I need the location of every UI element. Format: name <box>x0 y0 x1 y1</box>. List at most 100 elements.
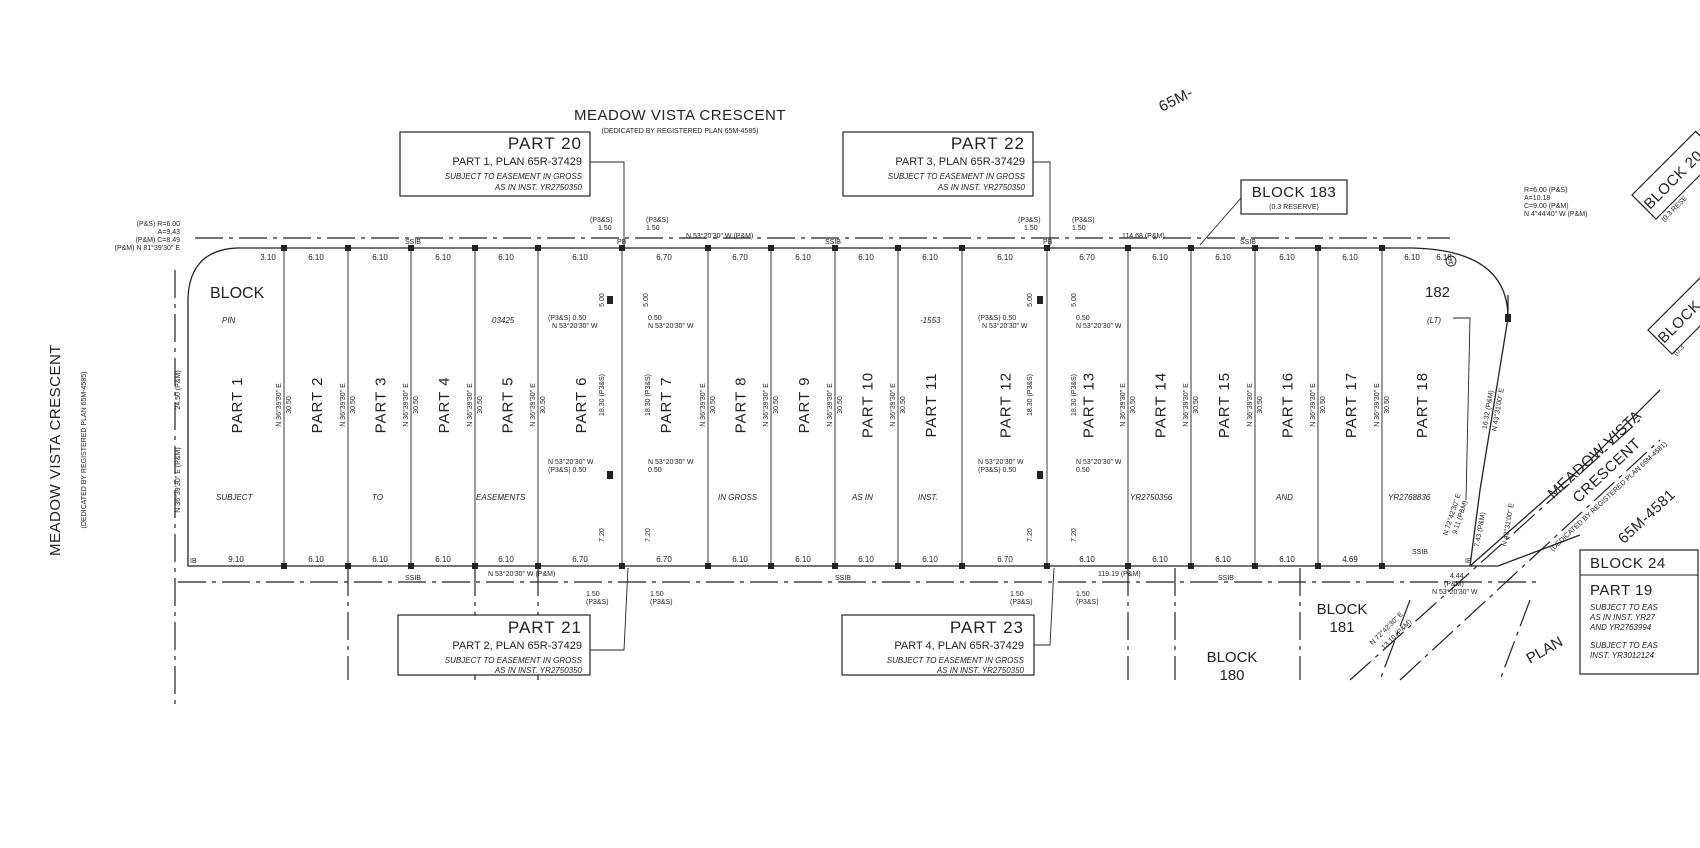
monument-marker <box>959 245 965 251</box>
lt-label: (LT) <box>1427 316 1441 325</box>
bottom-frontage: 6.10 <box>795 555 811 564</box>
svg-text:SSIB: SSIB <box>835 575 851 582</box>
pin-number-1: 03425 <box>492 316 515 325</box>
bottom-frontage: 6.70 <box>997 555 1013 564</box>
lot-depth: 30.50 <box>710 396 717 414</box>
lot-bearing: N 36°39'30" E <box>402 383 410 427</box>
lot-bearing: N 36°39'30" E <box>275 383 283 427</box>
monument-marker <box>832 563 838 569</box>
street-dedication-top: (DEDICATED BY REGISTERED PLAN 65M-4585) <box>602 128 759 135</box>
boundary-diagonal <box>1469 389 1661 567</box>
lot-depth: 30.50 <box>900 396 907 414</box>
bottom-frontage: 6.70 <box>656 555 672 564</box>
part-label-10: PART 10 <box>860 372 877 438</box>
svg-text:N 43°31'00" E: N 43°31'00" E <box>1500 502 1516 547</box>
svg-text:(P3&S): (P3&S) <box>1076 599 1099 606</box>
svg-text:YR2768836: YR2768836 <box>1388 493 1431 502</box>
svg-text:SUBJECT: SUBJECT <box>216 493 254 502</box>
lot-bearing: N 36°39'30" E <box>826 383 834 427</box>
bottom-frontage: 6.10 <box>1079 555 1095 564</box>
bottom-frontage: 6.10 <box>1279 555 1295 564</box>
plan-fragment-bottom: PLAN <box>1524 633 1566 667</box>
lot-bearing: N 36°39'30" E <box>529 383 537 427</box>
top-frontage: 6.10 <box>1279 253 1295 262</box>
lot-depth: 30.50 <box>540 396 547 414</box>
svg-text:SSIB: SSIB <box>405 239 421 246</box>
lot-bearing: N 36°39'30" E <box>339 383 347 427</box>
svg-text:AND: AND <box>1275 493 1293 502</box>
svg-text:AS IN: AS IN <box>851 493 873 502</box>
monument-marker <box>535 563 541 569</box>
bottom-frontage: 4.69 <box>1342 555 1358 564</box>
lot-depth: 30.50 <box>1384 396 1391 414</box>
monument-marker <box>408 563 414 569</box>
svg-text:SSIB: SSIB <box>405 575 421 582</box>
svg-text:YR2750356: YR2750356 <box>1130 493 1173 502</box>
svg-text:5.00: 5.00 <box>599 293 606 307</box>
top-frontage: 6.10 <box>308 253 324 262</box>
monument-marker <box>1252 563 1258 569</box>
bottom-bearing: N 53°20'30" W (P&M) <box>488 570 555 578</box>
monument-marker <box>705 563 711 569</box>
part-label-9: PART 9 <box>796 377 813 434</box>
svg-text:N 53°20'30" W: N 53°20'30" W <box>1076 322 1122 330</box>
svg-text:5.00: 5.00 <box>1027 293 1034 307</box>
easement-detail-right: (P3&S) 1.50 (P3&S) 1.50 (P3&S) 0.50 N 53… <box>978 217 1122 606</box>
street-right: MEADOW VISTA CRESCENT (DEDICATED BY REGI… <box>1545 407 1679 553</box>
bottom-frontage: 6.70 <box>572 555 588 564</box>
top-frontage: 6.10 <box>1152 253 1168 262</box>
part-label-4: PART 4 <box>436 377 453 434</box>
block181-line1: BLOCK <box>1317 601 1368 618</box>
svg-text:5.00: 5.00 <box>643 293 650 307</box>
easement-marker <box>1505 314 1511 322</box>
svg-text:PB: PB <box>1043 239 1053 246</box>
bottom-frontage: 6.10 <box>308 555 324 564</box>
monument-marker <box>1315 563 1321 569</box>
pin-label: PIN <box>222 316 236 325</box>
monument-marker <box>535 245 541 251</box>
svg-text:(P&S) R=6.00: (P&S) R=6.00 <box>137 221 180 228</box>
callout-block24: BLOCK 24 PART 19 SUBJECT TO EAS AS IN IN… <box>1579 549 1699 675</box>
monument-marker <box>895 563 901 569</box>
svg-text:(P3&S): (P3&S) <box>586 599 609 606</box>
svg-text:AND YR2763994: AND YR2763994 <box>1589 623 1652 632</box>
top-frontage: 6.10 <box>1404 253 1420 262</box>
lot-depth: 30.50 <box>350 396 357 414</box>
svg-text:BLOCK 183: BLOCK 183 <box>1252 184 1337 201</box>
svg-text:0.50: 0.50 <box>1076 467 1090 474</box>
monument-marker <box>1379 245 1385 251</box>
top-frontage: 6.70 <box>732 253 748 262</box>
leader-182 <box>1453 317 1471 501</box>
pin-number-2: -1553 <box>920 316 941 325</box>
svg-text:(P3&S): (P3&S) <box>1018 217 1041 224</box>
bottom-frontage: 6.10 <box>1215 555 1231 564</box>
monument-marker <box>281 245 287 251</box>
block180-line1: BLOCK <box>1207 649 1258 666</box>
callout-part20: PART 20 PART 1, PLAN 65R-37429 SUBJECT T… <box>399 131 625 246</box>
svg-text:PART 21: PART 21 <box>508 618 582 637</box>
svg-text:1.50: 1.50 <box>1072 225 1086 232</box>
svg-text:PART 2, PLAN 65R-37429: PART 2, PLAN 65R-37429 <box>452 640 582 652</box>
lot-depth: 30.50 <box>477 396 484 414</box>
monument-marker <box>472 563 478 569</box>
svg-text:SSIB: SSIB <box>825 239 841 246</box>
svg-text:(P3&S): (P3&S) <box>1010 599 1033 606</box>
monument-marker <box>1315 245 1321 251</box>
road-diagonal-1 <box>1349 419 1641 681</box>
svg-text:(0.3 RESERVE): (0.3 RESERVE) <box>1269 204 1319 211</box>
svg-text:PART 1, PLAN 65R-37429: PART 1, PLAN 65R-37429 <box>452 156 582 168</box>
block-boundary-right <box>1469 317 1509 567</box>
easement-marker <box>1037 471 1043 479</box>
monument-marker <box>705 245 711 251</box>
svg-text:1.50: 1.50 <box>598 225 612 232</box>
monument-marker <box>1044 563 1050 569</box>
part-label-14: PART 14 <box>1153 372 1170 438</box>
bottom-frontage: 6.10 <box>372 555 388 564</box>
svg-text:18.30 (P3&S): 18.30 (P3&S) <box>599 374 606 416</box>
bottom-frontage: 9.10 <box>228 555 244 564</box>
monument-marker <box>768 563 774 569</box>
part-label-18: PART 18 <box>1414 372 1431 438</box>
svg-text:7.20: 7.20 <box>645 528 652 542</box>
